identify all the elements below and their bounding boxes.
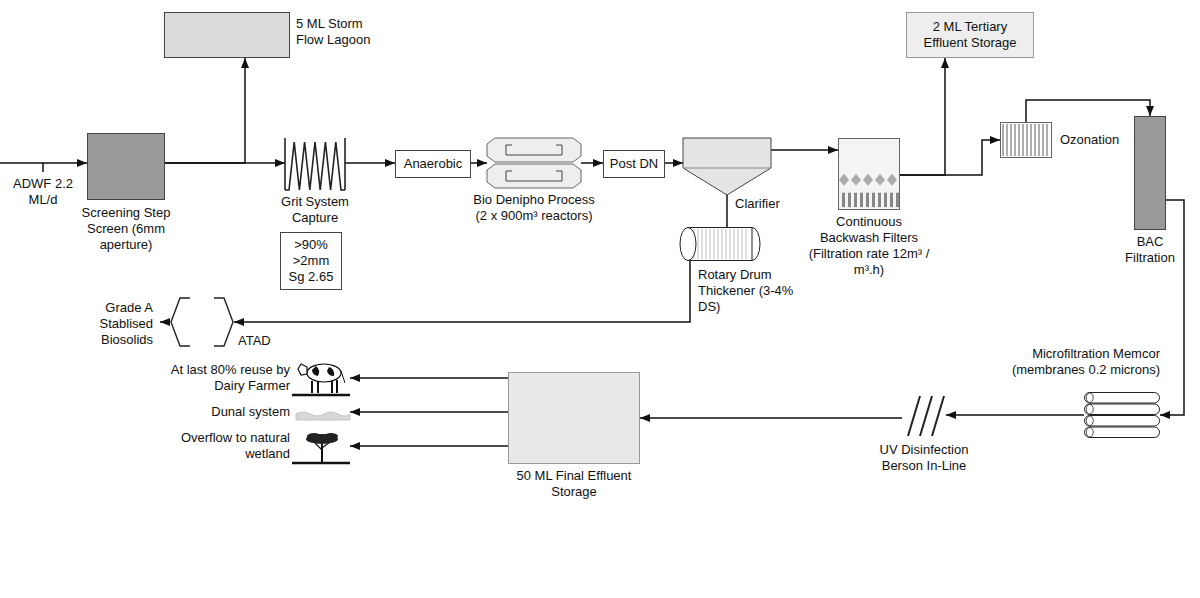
uv-symbol: UV Disinfection Berson In-Line [902,396,946,436]
inflow-line [0,162,43,164]
node-text: Dunal system [150,404,290,420]
clarifier-symbol-outline [683,138,771,195]
flow-arrow [350,411,508,413]
bac-column-outline [1134,116,1166,230]
node-text: At last 80% reuse by Dairy Farmer [150,362,290,394]
shape-caption: 50 ML Final Effluent Storage [504,468,644,500]
reuse-label: Dunal system [150,404,350,420]
flow-arrow [1160,200,1184,415]
drum-symbol-outline [680,227,760,261]
output-label: Grade A Stablised Biosolids [88,300,160,348]
filter-symbol-outline [838,138,900,210]
inflow-label: ADWF 2.2 ML/d [12,172,74,208]
grit-symbol: Grit System Capture [285,138,345,190]
process-box: Post DN [603,150,665,178]
grit-symbol-outline [285,138,345,190]
shape-caption: Grit System Capture [275,194,355,226]
filter-symbol: Continuous Backwash Filters (Filtration … [838,138,900,210]
storage-box-outline [508,372,640,464]
flow-arrow [665,162,683,164]
node-text: 2 ML Tertiary Effluent Storage [913,19,1027,51]
flow-arrow [581,162,603,164]
clarifier-symbol: Clarifier [683,138,771,195]
node-text: >90% >2mm Sg 2.65 [285,237,337,285]
node-text: Anaerobic [400,156,466,172]
shape-caption: Screening Step Screen (6mm aperture) [76,205,176,253]
node-text: Post DN [608,156,660,172]
dune-band [296,412,350,420]
flow-arrow [726,195,728,227]
shape-caption: Ozonation [1060,132,1132,148]
reactor-symbol: Bio Denipho Process (2 x 900m³ reactors) [487,138,581,188]
flow-arrow [946,414,1084,416]
flow-arrow [471,162,487,164]
flow-arrow [640,417,902,419]
ozone-symbol-outline [1000,122,1052,158]
cow-icon [292,364,350,395]
storage-box: 2 ML Tertiary Effluent Storage [906,12,1034,58]
reactor-symbol-outline [487,138,581,188]
shape-caption: ATAD [238,333,282,349]
shape-caption: Clarifier [735,196,797,212]
storage-box: 50 ML Final Effluent Storage [508,372,640,464]
drum-symbol: Rotary Drum Thickener (3-4% DS) [680,227,760,261]
membrane-symbol-outline [1084,392,1160,438]
atad-symbol: ATAD [170,297,234,347]
shape-caption: Rotary Drum Thickener (3-4% DS) [698,267,798,315]
reuse-label: At last 80% reuse by Dairy Farmer [150,362,350,394]
uv-symbol-outline [902,396,946,436]
reuse-label: Overflow to natural wetland [150,430,350,462]
shape-caption: Bio Denipho Process (2 x 900m³ reactors) [469,192,599,224]
tree-icon [292,433,350,463]
shape-caption: 5 ML Storm Flow Lagoon [296,16,386,48]
flow-arrow [1026,100,1150,122]
flow-arrow [160,321,170,323]
screen-box: Screening Step Screen (6mm aperture) [87,133,165,200]
shape-caption: Microfiltration Memcor (membranes 0.2 mi… [1004,346,1160,378]
atad-symbol-outline [170,297,234,347]
process-box: Anaerobic [395,150,471,178]
flow-arrow [350,377,508,379]
flow-arrow [900,58,945,175]
shape-caption: Continuous Backwash Filters (Filtration … [808,214,930,278]
node-text: ADWF 2.2 ML/d [12,176,74,208]
flow-arrow [165,58,245,163]
membrane-symbol: Microfiltration Memcor (membranes 0.2 mi… [1084,392,1160,438]
flow-arrow [350,445,508,447]
node-text: Grade A Stablised Biosolids [88,300,153,348]
flow-arrow [771,149,838,151]
ozone-symbol: Ozonation [1000,122,1052,158]
shape-caption: BAC Filtration [1120,234,1180,266]
grit-spec-box: >90% >2mm Sg 2.65 [280,232,342,290]
flow-arrow [345,162,395,164]
lagoon-box: 5 ML Storm Flow Lagoon [164,12,290,58]
lagoon-box-outline [164,12,290,58]
screen-box-outline [87,133,165,200]
flow-arrow [900,140,1000,175]
shape-caption: UV Disinfection Berson In-Line [864,442,984,474]
bac-column: BAC Filtration [1134,116,1166,230]
flow-arrow [43,163,87,172]
node-text: Overflow to natural wetland [150,430,290,462]
